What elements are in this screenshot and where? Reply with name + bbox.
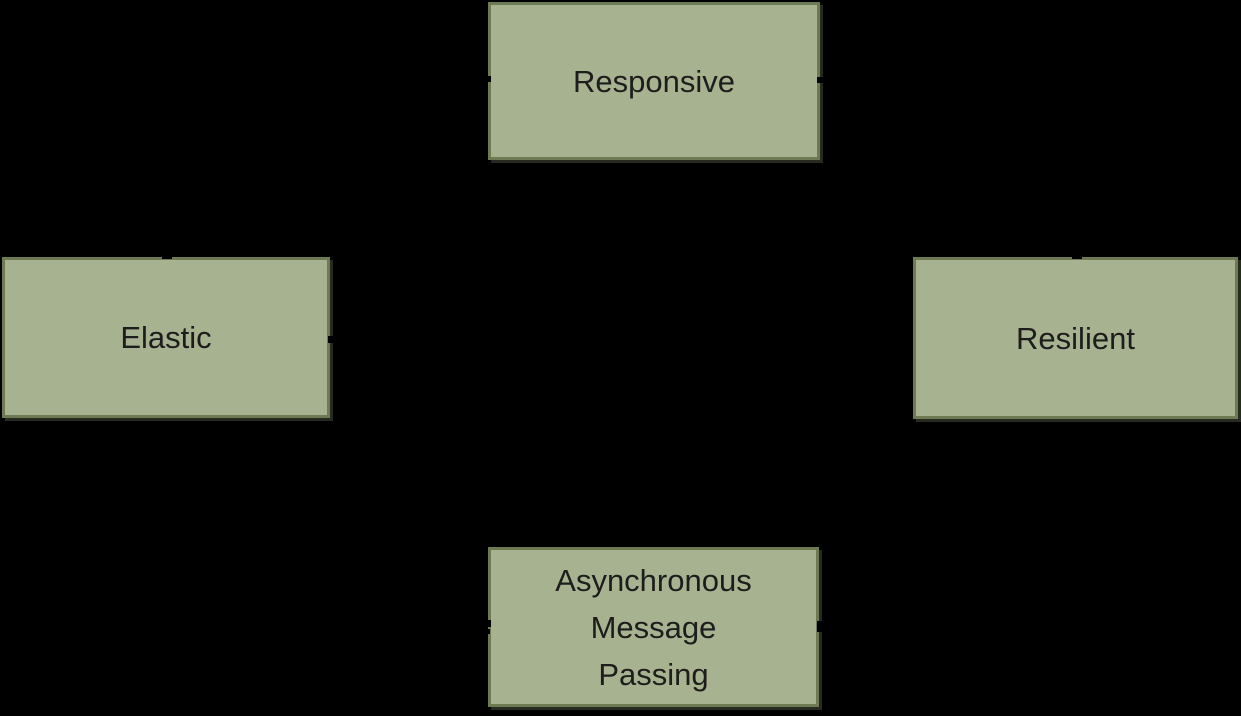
message-line-1: Asynchronous	[555, 562, 752, 598]
arrowhead-tick-icon	[485, 629, 490, 634]
message-line-3: Passing	[598, 656, 709, 692]
node-resilient: Resilient	[913, 257, 1238, 419]
node-elastic: Elastic	[2, 257, 330, 418]
arrowhead-tick-icon	[1072, 254, 1082, 259]
arrowhead-tick-icon	[907, 337, 913, 344]
arrowhead-tick-icon	[484, 76, 491, 82]
node-responsive: Responsive	[488, 2, 820, 160]
node-message-passing: Asynchronous Message Passing	[488, 547, 819, 707]
arrowhead-tick-icon	[484, 620, 491, 627]
arrowhead-tick-icon	[817, 621, 824, 632]
node-elastic-label: Elastic	[120, 320, 212, 355]
node-message-passing-label: Asynchronous Message Passing	[555, 557, 751, 698]
arrowhead-tick-icon	[162, 254, 172, 259]
message-line-2: Message	[590, 609, 717, 645]
arrowhead-tick-icon	[328, 336, 334, 343]
node-responsive-label: Responsive	[573, 63, 735, 99]
arrowhead-tick-icon	[817, 77, 824, 83]
node-resilient-label: Resilient	[1016, 320, 1135, 356]
